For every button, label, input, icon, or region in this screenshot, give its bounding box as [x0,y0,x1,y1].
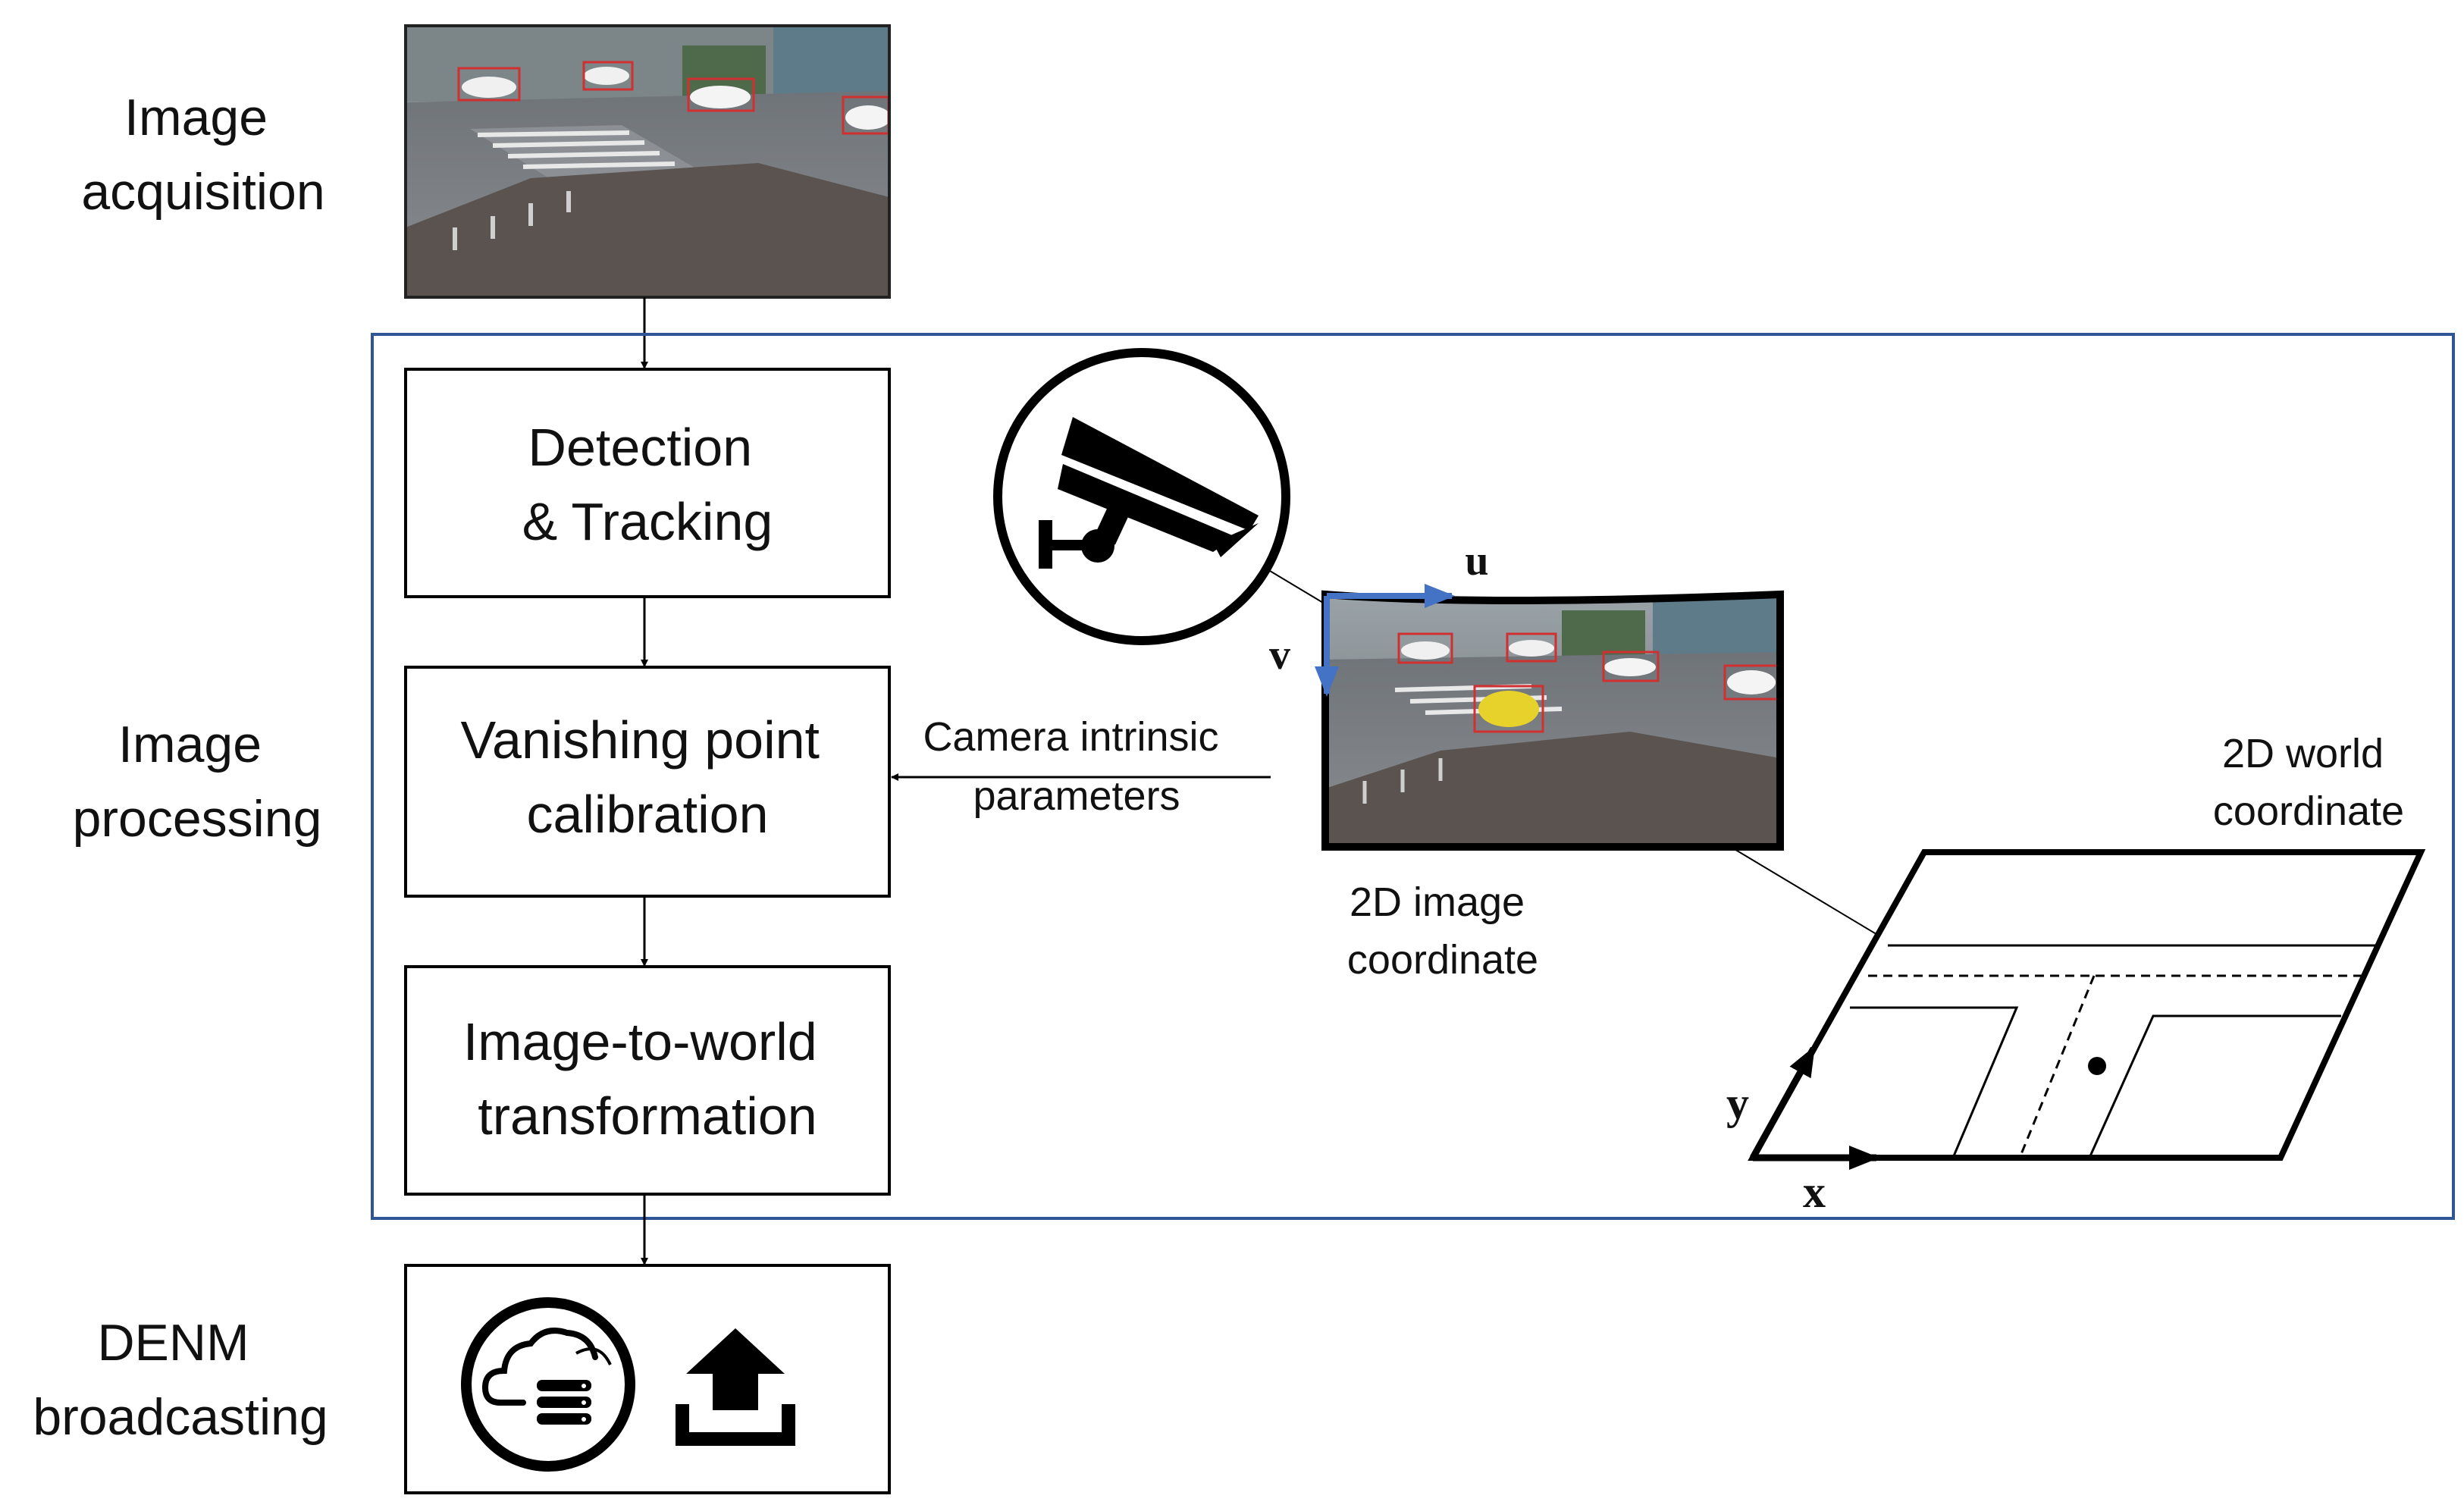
axis-label-u: u [1465,538,1488,585]
image-to-world-box: Image-to-world transformation [404,965,891,1196]
processing-frame [371,333,2455,1220]
detection-tracking-box: Detection & Tracking [404,368,891,598]
svg-text:Detection & Tracking: Detection & Tracking [522,418,773,551]
svg-text:Vanishing point calibrat: Vanishing point calibration [461,710,835,844]
stage-label-processing: Image processing [73,716,322,848]
world-coordinate-label: 2D world coordinate [2213,731,2404,834]
cloud-server-icon [461,1297,635,1472]
world-plane [1748,849,2426,1161]
security-camera-icon [993,348,1290,645]
image-coordinate-label: 2D image coordinate [1347,879,1538,983]
stage-label-acquisition: Image acquisition [81,89,324,221]
axis-label-v: v [1269,632,1290,679]
vanishing-point-calibration-box: Vanishing point calibration [404,666,891,898]
stage-label-broadcasting: DENM broadcasting [33,1314,328,1446]
distorted-street-photo [1321,590,1784,851]
upload-icon [676,1328,795,1446]
axis-label-x: x [1803,1167,1826,1217]
axis-label-y: y [1726,1078,1749,1128]
street-photo [404,24,891,299]
camera-intrinsic-label: Camera intrinsic parameters [923,714,1230,819]
svg-text:Image-to-world transform: Image-to-world transformation [463,1012,832,1146]
